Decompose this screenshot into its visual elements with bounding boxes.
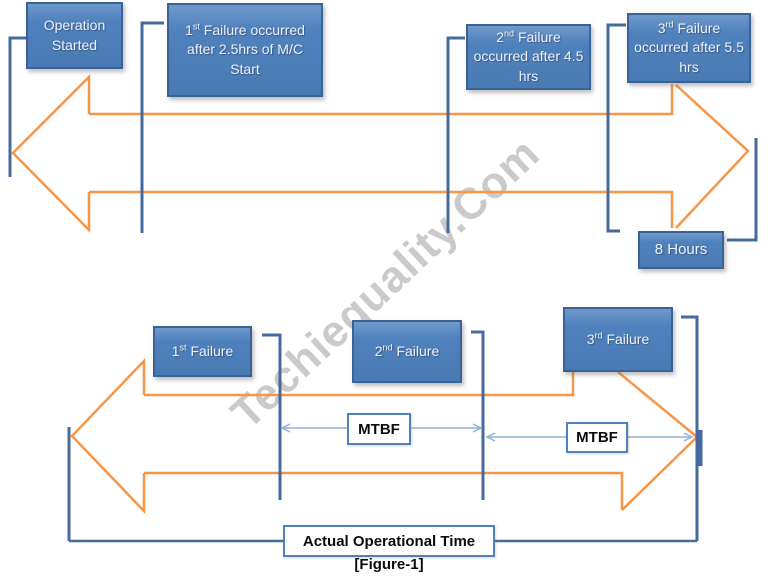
marker-failure2-top: [446, 36, 465, 233]
failure1-ordinal: st: [192, 21, 200, 32]
failure2-event-ordinal: nd: [382, 342, 393, 353]
bottom-arrow-upper-shaft: [144, 372, 575, 397]
mtbf2-label: MTBF: [576, 429, 618, 446]
marker-failure1-bottom: [262, 333, 282, 500]
top-arrow-right-head: [675, 84, 750, 229]
operation-started-box: Operation Started: [26, 2, 123, 69]
bottom-arrow-lower-shaft: [144, 471, 624, 510]
mtbf1-label-box: MTBF: [347, 413, 411, 445]
top-arrow-lower-shaft: [89, 190, 674, 228]
failure2-text: Failure occurred after 4.5 hrs: [473, 29, 584, 84]
mtbf2-right-arrowhead-icon: [683, 432, 694, 442]
bottom-arrow-left-head: [70, 357, 146, 515]
top-arrow-upper-shaft: [89, 84, 674, 116]
failure3-event-text: Failure: [602, 330, 650, 347]
mtbf-span-arrows: [280, 423, 694, 442]
failure3-text: Failure occurred after 5.5 hrs: [634, 20, 744, 75]
failure2-number: 2: [496, 29, 505, 46]
failure3-event-ordinal: rd: [594, 330, 603, 341]
operation-started-label: Operation Started: [43, 17, 106, 53]
failure1-text: Failure occurred after 2.5hrs of M/C Sta…: [187, 22, 305, 77]
marker-failure3-bottom: [681, 315, 699, 541]
failure1-event-label: 1st Failure: [172, 342, 234, 361]
mtbf1-label: MTBF: [358, 420, 400, 438]
mtbf1-right-arrowhead-icon: [472, 423, 483, 433]
marker-failure1-top: [140, 21, 164, 233]
figure-caption: [Figure-1]: [354, 556, 424, 573]
failure3-ordinal: rd: [665, 19, 674, 30]
failure3-event-number: 3: [586, 330, 595, 347]
failure1-event-text: Failure: [186, 342, 234, 359]
failure2-time-label: 2nd Failure occurred after 4.5 hrs: [473, 28, 584, 86]
failure2-event-box: 2nd Failure: [352, 320, 462, 383]
failure2-event-number: 2: [374, 342, 383, 359]
top-arrow-left-head: [11, 73, 91, 234]
failure1-event-number: 1: [171, 342, 180, 359]
failure2-time-box: 2nd Failure occurred after 4.5 hrs: [466, 24, 591, 90]
failure2-ordinal: nd: [504, 28, 515, 39]
total-hours-label: 8 Hours: [654, 240, 708, 258]
marker-operation-start: [8, 36, 33, 177]
marker-failure3-top: [606, 23, 626, 233]
mtbf1-left-arrowhead-icon: [280, 423, 291, 433]
failure3-event-box: 3rd Failure: [563, 307, 673, 372]
failure1-number: 1: [185, 22, 193, 39]
failure3-number: 3: [657, 20, 666, 37]
failure3-event-label: 3rd Failure: [587, 330, 650, 349]
failure3-time-box: 3rd Failure occurred after 5.5 hrs: [627, 13, 751, 83]
top-duration-arrow: [11, 73, 750, 234]
failure2-event-text: Failure: [392, 342, 440, 359]
total-hours-box: 8 Hours: [638, 231, 724, 269]
failure1-time-label: 1st Failure occurred after 2.5hrs of M/C…: [174, 21, 316, 79]
failure1-event-ordinal: st: [179, 342, 187, 353]
failure2-event-label: 2nd Failure: [375, 342, 440, 361]
mtbf2-left-arrowhead-icon: [485, 432, 496, 442]
event-marker-lines: [8, 21, 758, 543]
failure1-event-box: 1st Failure: [153, 326, 252, 377]
actual-operational-time-label: Actual Operational Time: [302, 532, 476, 550]
actual-operational-time-box: Actual Operational Time: [283, 525, 495, 557]
marker-failure2-bottom: [471, 330, 485, 500]
marker-8hours-bracket: [727, 138, 758, 242]
mtbf2-label-box: MTBF: [566, 422, 628, 453]
failure1-time-box: 1st Failure occurred after 2.5hrs of M/C…: [167, 3, 323, 97]
failure3-time-label: 3rd Failure occurred after 5.5 hrs: [634, 19, 744, 77]
